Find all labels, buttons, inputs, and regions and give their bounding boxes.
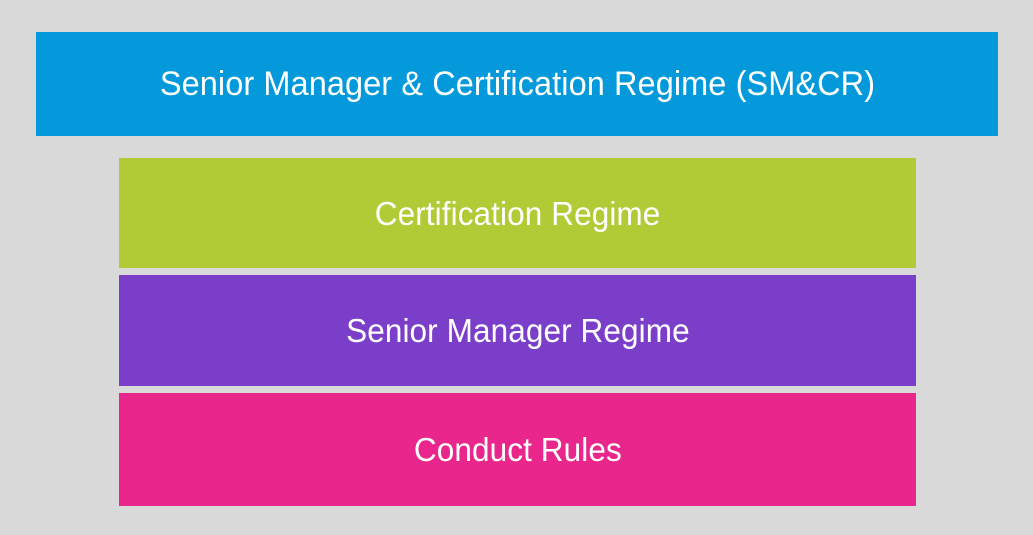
- bar-label-conduct-rules: Conduct Rules: [413, 431, 622, 468]
- bar-senior-manager-and-certification-regime: Senior Manager & Certification Regime (S…: [36, 32, 998, 136]
- bar-conduct-rules: Conduct Rules: [119, 393, 916, 506]
- bar-senior-manager-regime: Senior Manager Regime: [119, 275, 916, 386]
- bar-certification-regime: Certification Regime: [119, 158, 916, 268]
- bar-label-senior-manager-regime: Senior Manager Regime: [345, 312, 690, 349]
- bar-label-smcr: Senior Manager & Certification Regime (S…: [159, 65, 875, 103]
- bar-label-certification-regime: Certification Regime: [374, 194, 661, 232]
